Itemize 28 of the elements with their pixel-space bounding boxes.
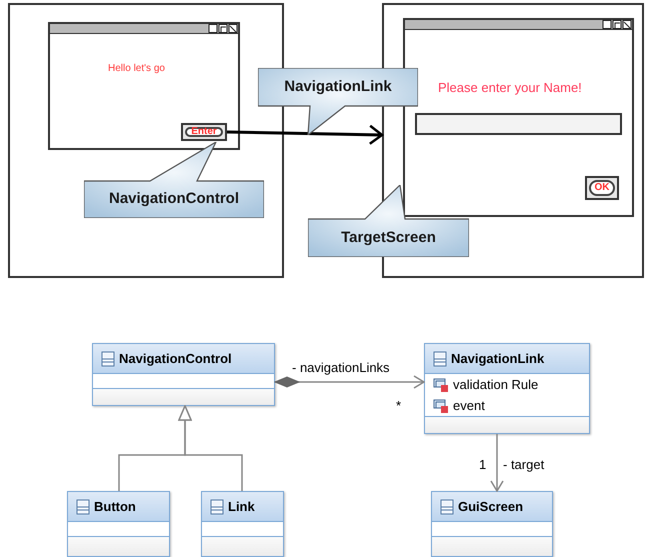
uml-class-box bbox=[431, 491, 553, 557]
attribute-text: event bbox=[453, 396, 485, 415]
class-name: NavigationControl bbox=[119, 350, 232, 368]
screen-frame bbox=[8, 3, 284, 278]
window-message: Hello let's go bbox=[108, 62, 165, 76]
class-name: Button bbox=[94, 498, 136, 516]
uml-class-box bbox=[67, 491, 170, 557]
ui-button: Enter bbox=[181, 123, 227, 141]
multiplicity-label: * bbox=[396, 397, 402, 415]
ui-button: OK bbox=[585, 176, 619, 200]
callout-text: NavigationControl bbox=[109, 189, 239, 210]
association-line bbox=[274, 375, 425, 389]
multiplicity-label: 1 bbox=[479, 456, 486, 474]
uml-class-box bbox=[201, 491, 284, 557]
navigation-arrow bbox=[226, 124, 384, 146]
app-window bbox=[48, 22, 240, 150]
class-name: NavigationLink bbox=[451, 350, 544, 368]
uml-class-box bbox=[424, 343, 590, 434]
class-name: GuiScreen bbox=[458, 498, 524, 516]
association-line bbox=[178, 405, 243, 491]
uml-class-box bbox=[92, 343, 275, 406]
callout-text: NavigationLink bbox=[284, 76, 392, 97]
app-window bbox=[403, 18, 634, 217]
class-name: Link bbox=[228, 498, 255, 516]
association-line bbox=[490, 434, 504, 492]
window-message: Please enter your Name! bbox=[438, 79, 582, 97]
callout-text: TargetScreen bbox=[341, 228, 436, 248]
attribute-text: validation Rule bbox=[453, 376, 538, 394]
